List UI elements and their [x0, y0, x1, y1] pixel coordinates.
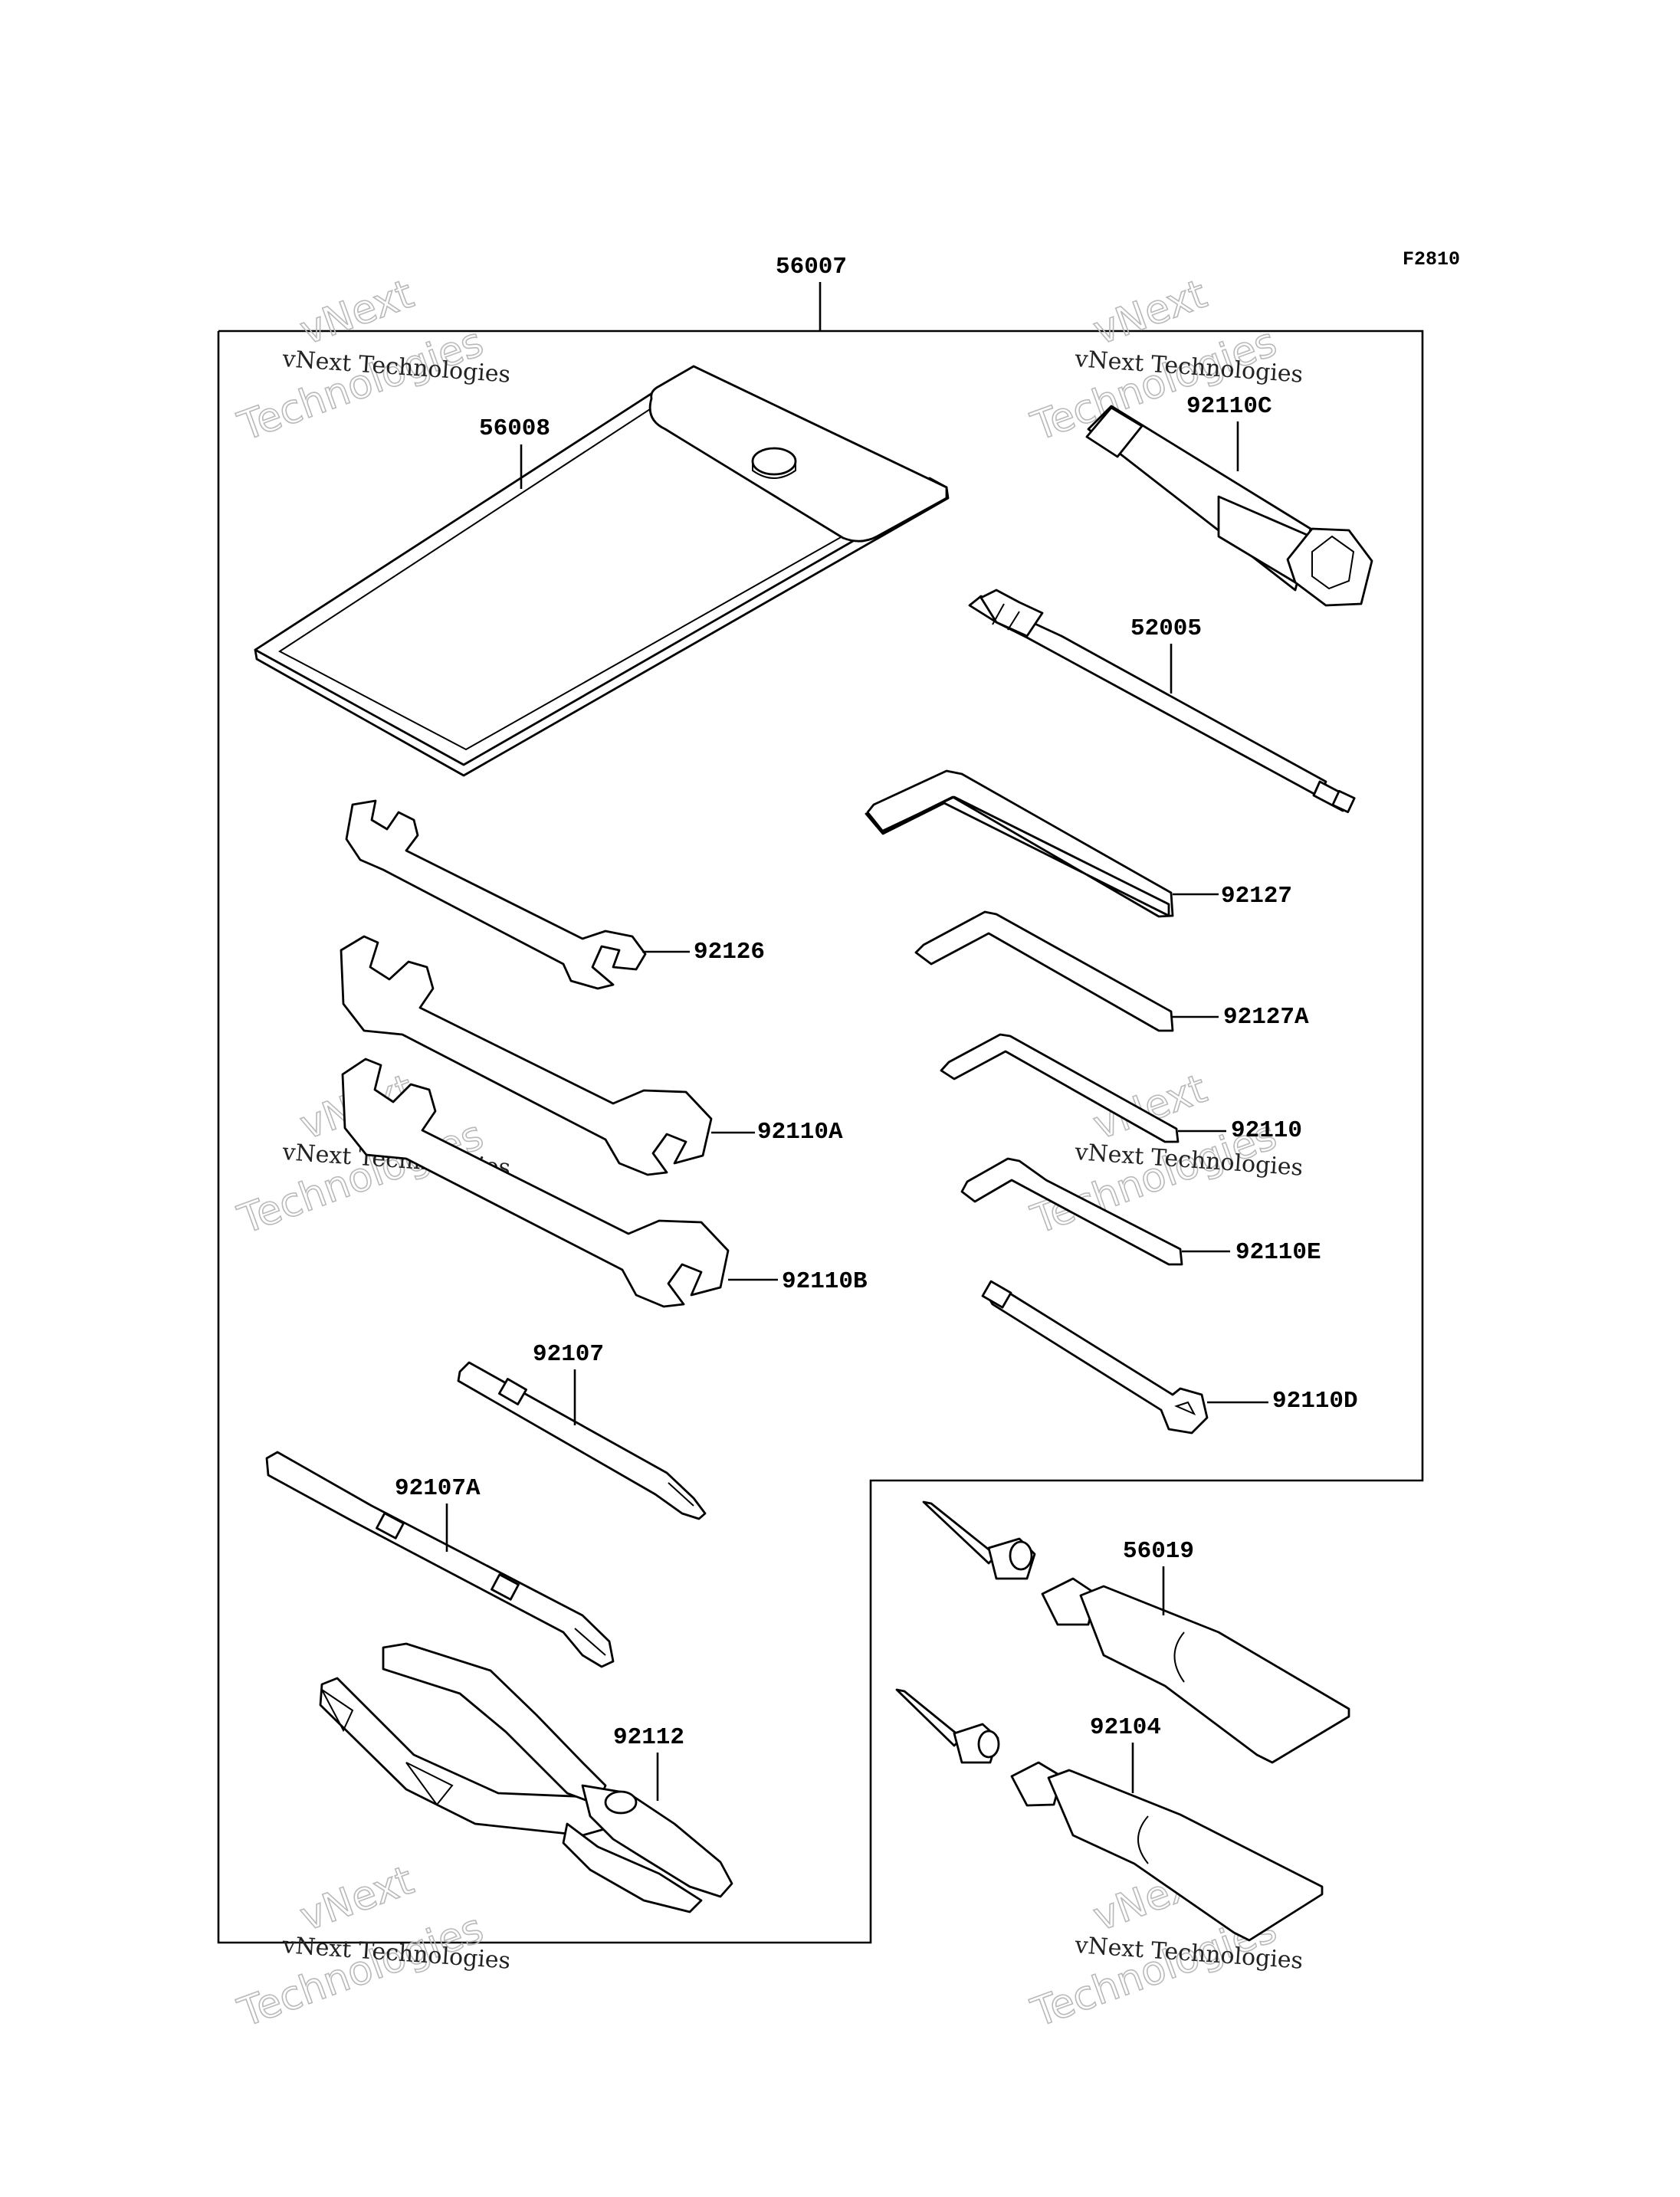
label-56019[interactable]: 56019	[1123, 1538, 1194, 1565]
screwdriver-92107-icon[interactable]	[457, 1361, 707, 1520]
label-92107A[interactable]: 92107A	[395, 1475, 481, 1502]
svg-text:Technologies: Technologies	[232, 1906, 489, 2037]
grease-tube-56019-icon[interactable]	[922, 1500, 1350, 1764]
label-92110C[interactable]: 92110C	[1186, 393, 1272, 420]
wrench-92126-icon[interactable]	[345, 799, 647, 990]
label-92107[interactable]: 92107	[533, 1341, 604, 1368]
label-92104[interactable]: 92104	[1090, 1714, 1161, 1741]
watermark-top-right: vNext Technologies vNext Technologies	[1025, 271, 1304, 451]
socket-wrench-icon[interactable]	[1085, 405, 1373, 607]
label-92110A[interactable]: 92110A	[757, 1119, 843, 1146]
svg-text:vNext: vNext	[294, 1858, 419, 1940]
label-92127[interactable]: 92127	[1221, 883, 1292, 910]
label-92110[interactable]: 92110	[1231, 1117, 1302, 1144]
label-56008[interactable]: 56008	[479, 415, 550, 442]
label-92127A[interactable]: 92127A	[1223, 1004, 1309, 1031]
watermark-top-left: vNext Technologies vNext Technologies	[231, 271, 511, 451]
watermark-bottom-left: vNext Technologies vNext Technologies	[231, 1857, 511, 2037]
svg-text:Technologies: Technologies	[1025, 320, 1282, 451]
tool-pouch-icon[interactable]	[254, 365, 950, 777]
hex-wrench-92110E-icon[interactable]	[960, 1157, 1183, 1266]
label-92110E[interactable]: 92110E	[1235, 1239, 1321, 1266]
svg-text:vNext: vNext	[294, 271, 419, 354]
wrench-92110A-icon[interactable]	[340, 935, 713, 1176]
watermark-mid-right: vNext Technologies vNext Technologies	[1025, 1065, 1304, 1244]
hex-wrench-92127A-icon[interactable]	[914, 910, 1174, 1032]
grease-tube-92104-icon[interactable]	[895, 1688, 1324, 1942]
kit-boundary	[217, 330, 1424, 1944]
label-92112[interactable]: 92112	[613, 1724, 684, 1751]
hex-wrench-92127-icon[interactable]	[865, 769, 1174, 918]
svg-text:vNext: vNext	[1088, 271, 1212, 354]
label-92126[interactable]: 92126	[694, 939, 765, 966]
hex-wrench-92110-icon[interactable]	[940, 1033, 1180, 1143]
figure-code: F2810	[1403, 248, 1460, 271]
screwdriver-92107A-icon[interactable]	[265, 1451, 615, 1668]
spark-plug-tool-icon[interactable]	[968, 589, 1356, 814]
wrench-92110B-icon[interactable]	[341, 1058, 730, 1308]
label-92110D[interactable]: 92110D	[1272, 1388, 1358, 1415]
label-52005[interactable]: 52005	[1130, 615, 1202, 642]
pliers-icon[interactable]	[319, 1642, 733, 1913]
svg-text:Technologies: Technologies	[232, 320, 489, 451]
spoke-wrench-icon[interactable]	[981, 1280, 1209, 1435]
label-56007[interactable]: 56007	[776, 254, 847, 280]
label-92110B[interactable]: 92110B	[782, 1268, 868, 1295]
